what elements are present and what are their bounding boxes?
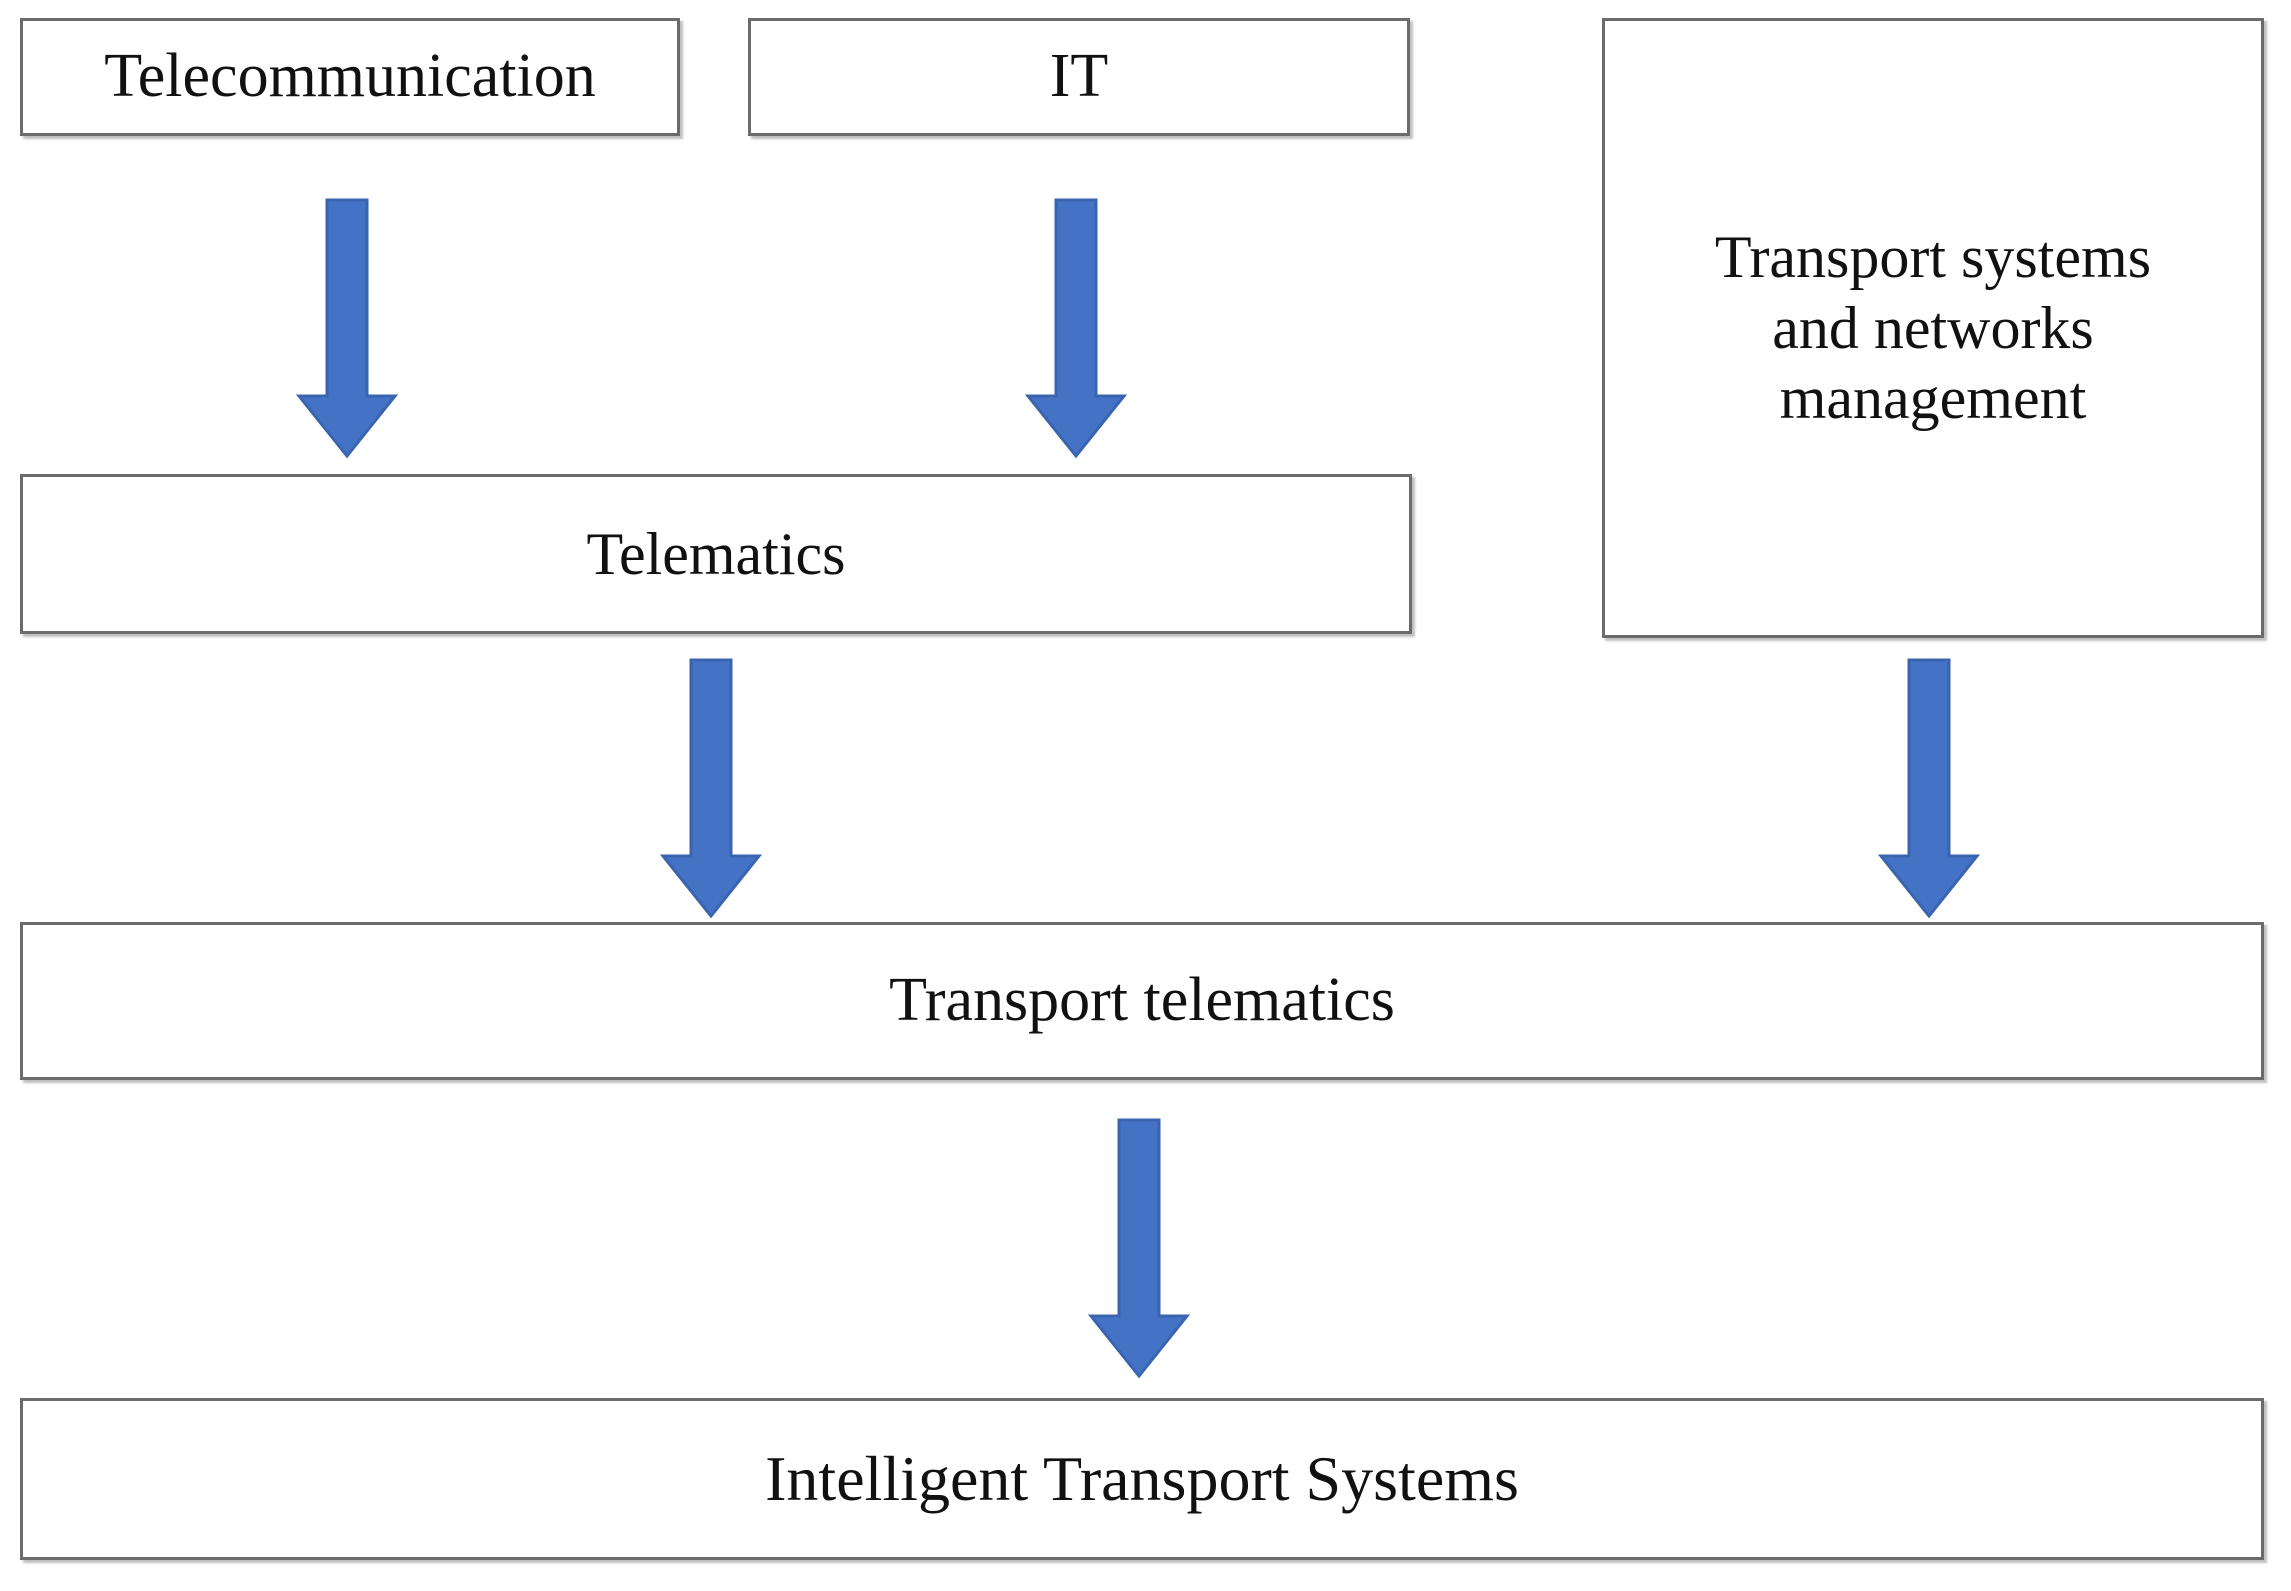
down-arrow-icon-transport-telematics-to-its — [1087, 1118, 1191, 1379]
node-transport-systems-and-networks-management[interactable]: Transport systems and networks managemen… — [1602, 18, 2264, 638]
node-transport-telematics[interactable]: Transport telematics — [20, 922, 2264, 1080]
node-it-label: IT — [1049, 42, 1109, 111]
node-telematics-label: Telematics — [586, 520, 846, 587]
down-arrow-icon-transport-systems-to-transport-telematics — [1877, 658, 1981, 919]
down-arrow-icon-it-to-telematics — [1024, 198, 1128, 459]
node-telecommunication-label: Telecommunication — [104, 42, 596, 111]
node-telecommunication[interactable]: Telecommunication — [20, 18, 680, 136]
node-it[interactable]: IT — [748, 18, 1410, 136]
node-transport-telematics-label: Transport telematics — [889, 966, 1395, 1035]
down-arrow-icon-telematics-to-transport-telematics — [659, 658, 763, 919]
node-its-label: Intelligent Transport Systems — [765, 1443, 1519, 1515]
down-arrow-icon-telecommunication-to-telematics — [295, 198, 399, 459]
node-intelligent-transport-systems[interactable]: Intelligent Transport Systems — [20, 1398, 2264, 1560]
node-transport-systems-label: Transport systems and networks managemen… — [1714, 223, 2152, 432]
node-telematics[interactable]: Telematics — [20, 474, 1412, 634]
